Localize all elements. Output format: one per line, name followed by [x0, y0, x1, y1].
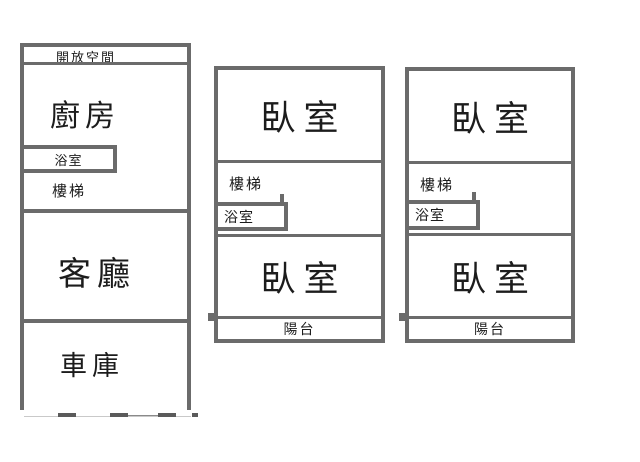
- wall-bedroom-balcony-divider: [218, 316, 381, 319]
- room-label-living-room: 客廳: [58, 255, 136, 292]
- floor-plan-middle: 臥室 樓梯 浴室 臥室 陽台: [208, 66, 385, 343]
- room-label-bedroom-lower: 臥室: [260, 260, 347, 299]
- room-label-bedroom-lower: 臥室: [450, 259, 537, 299]
- room-label-bedroom-upper: 臥室: [260, 98, 347, 138]
- bathroom-wall-stub: [280, 194, 284, 204]
- room-label-balcony: 陽台: [283, 320, 316, 337]
- bedroom-upper-region: 臥室: [218, 70, 381, 163]
- wall-stairs-bedroom-divider: [218, 234, 381, 237]
- room-label-balcony: 陽台: [474, 320, 506, 337]
- bathroom-box: 浴室: [24, 145, 117, 173]
- floor-plan-right: 臥室 樓梯 浴室 臥室 陽台: [399, 67, 575, 343]
- room-label-bedroom-upper: 臥室: [450, 99, 537, 139]
- wall-open-space-divider: [24, 62, 187, 65]
- bathroom-box: 浴室: [409, 200, 480, 230]
- wall-tab: [399, 313, 406, 321]
- garage-door-thin-segment: [128, 415, 158, 416]
- bathroom-box: 浴室: [218, 202, 288, 231]
- garage-door-dash: [192, 413, 198, 417]
- wall-tab: [208, 313, 215, 321]
- garage-door-dash: [110, 413, 128, 417]
- room-label-stairs: 樓梯: [52, 183, 87, 200]
- bedroom-upper-region: 臥室: [409, 71, 571, 164]
- bathroom-wall-stub: [472, 192, 476, 202]
- balcony-region: 陽台: [409, 318, 571, 339]
- wall-bedroom-balcony-divider: [409, 316, 571, 319]
- wall-stairs-bedroom-divider: [409, 233, 571, 236]
- room-label-kitchen: 廚房: [50, 100, 120, 133]
- room-label-stairs: 樓梯: [229, 176, 264, 193]
- room-label-garage: 車庫: [60, 351, 124, 381]
- bedroom-lower-region: 臥室: [218, 237, 381, 316]
- wall-stairs-living-divider: [24, 209, 187, 213]
- floor-plan-left: 開放空間 廚房 浴室 樓梯 客廳 車庫: [20, 43, 191, 410]
- room-label-bathroom: 浴室: [224, 208, 254, 225]
- room-label-bathroom: 浴室: [415, 207, 445, 223]
- balcony-region: 陽台: [218, 318, 381, 339]
- garage-door-dash: [58, 413, 76, 417]
- room-label-stairs: 樓梯: [420, 177, 455, 194]
- bedroom-lower-region: 臥室: [409, 236, 571, 316]
- wall-living-garage-divider: [24, 319, 187, 323]
- garage-door-opening-line: [24, 416, 191, 417]
- room-label-bathroom: 浴室: [54, 152, 83, 168]
- garage-door-dash: [158, 413, 176, 417]
- room-label-open-space: 開放空間: [56, 50, 117, 65]
